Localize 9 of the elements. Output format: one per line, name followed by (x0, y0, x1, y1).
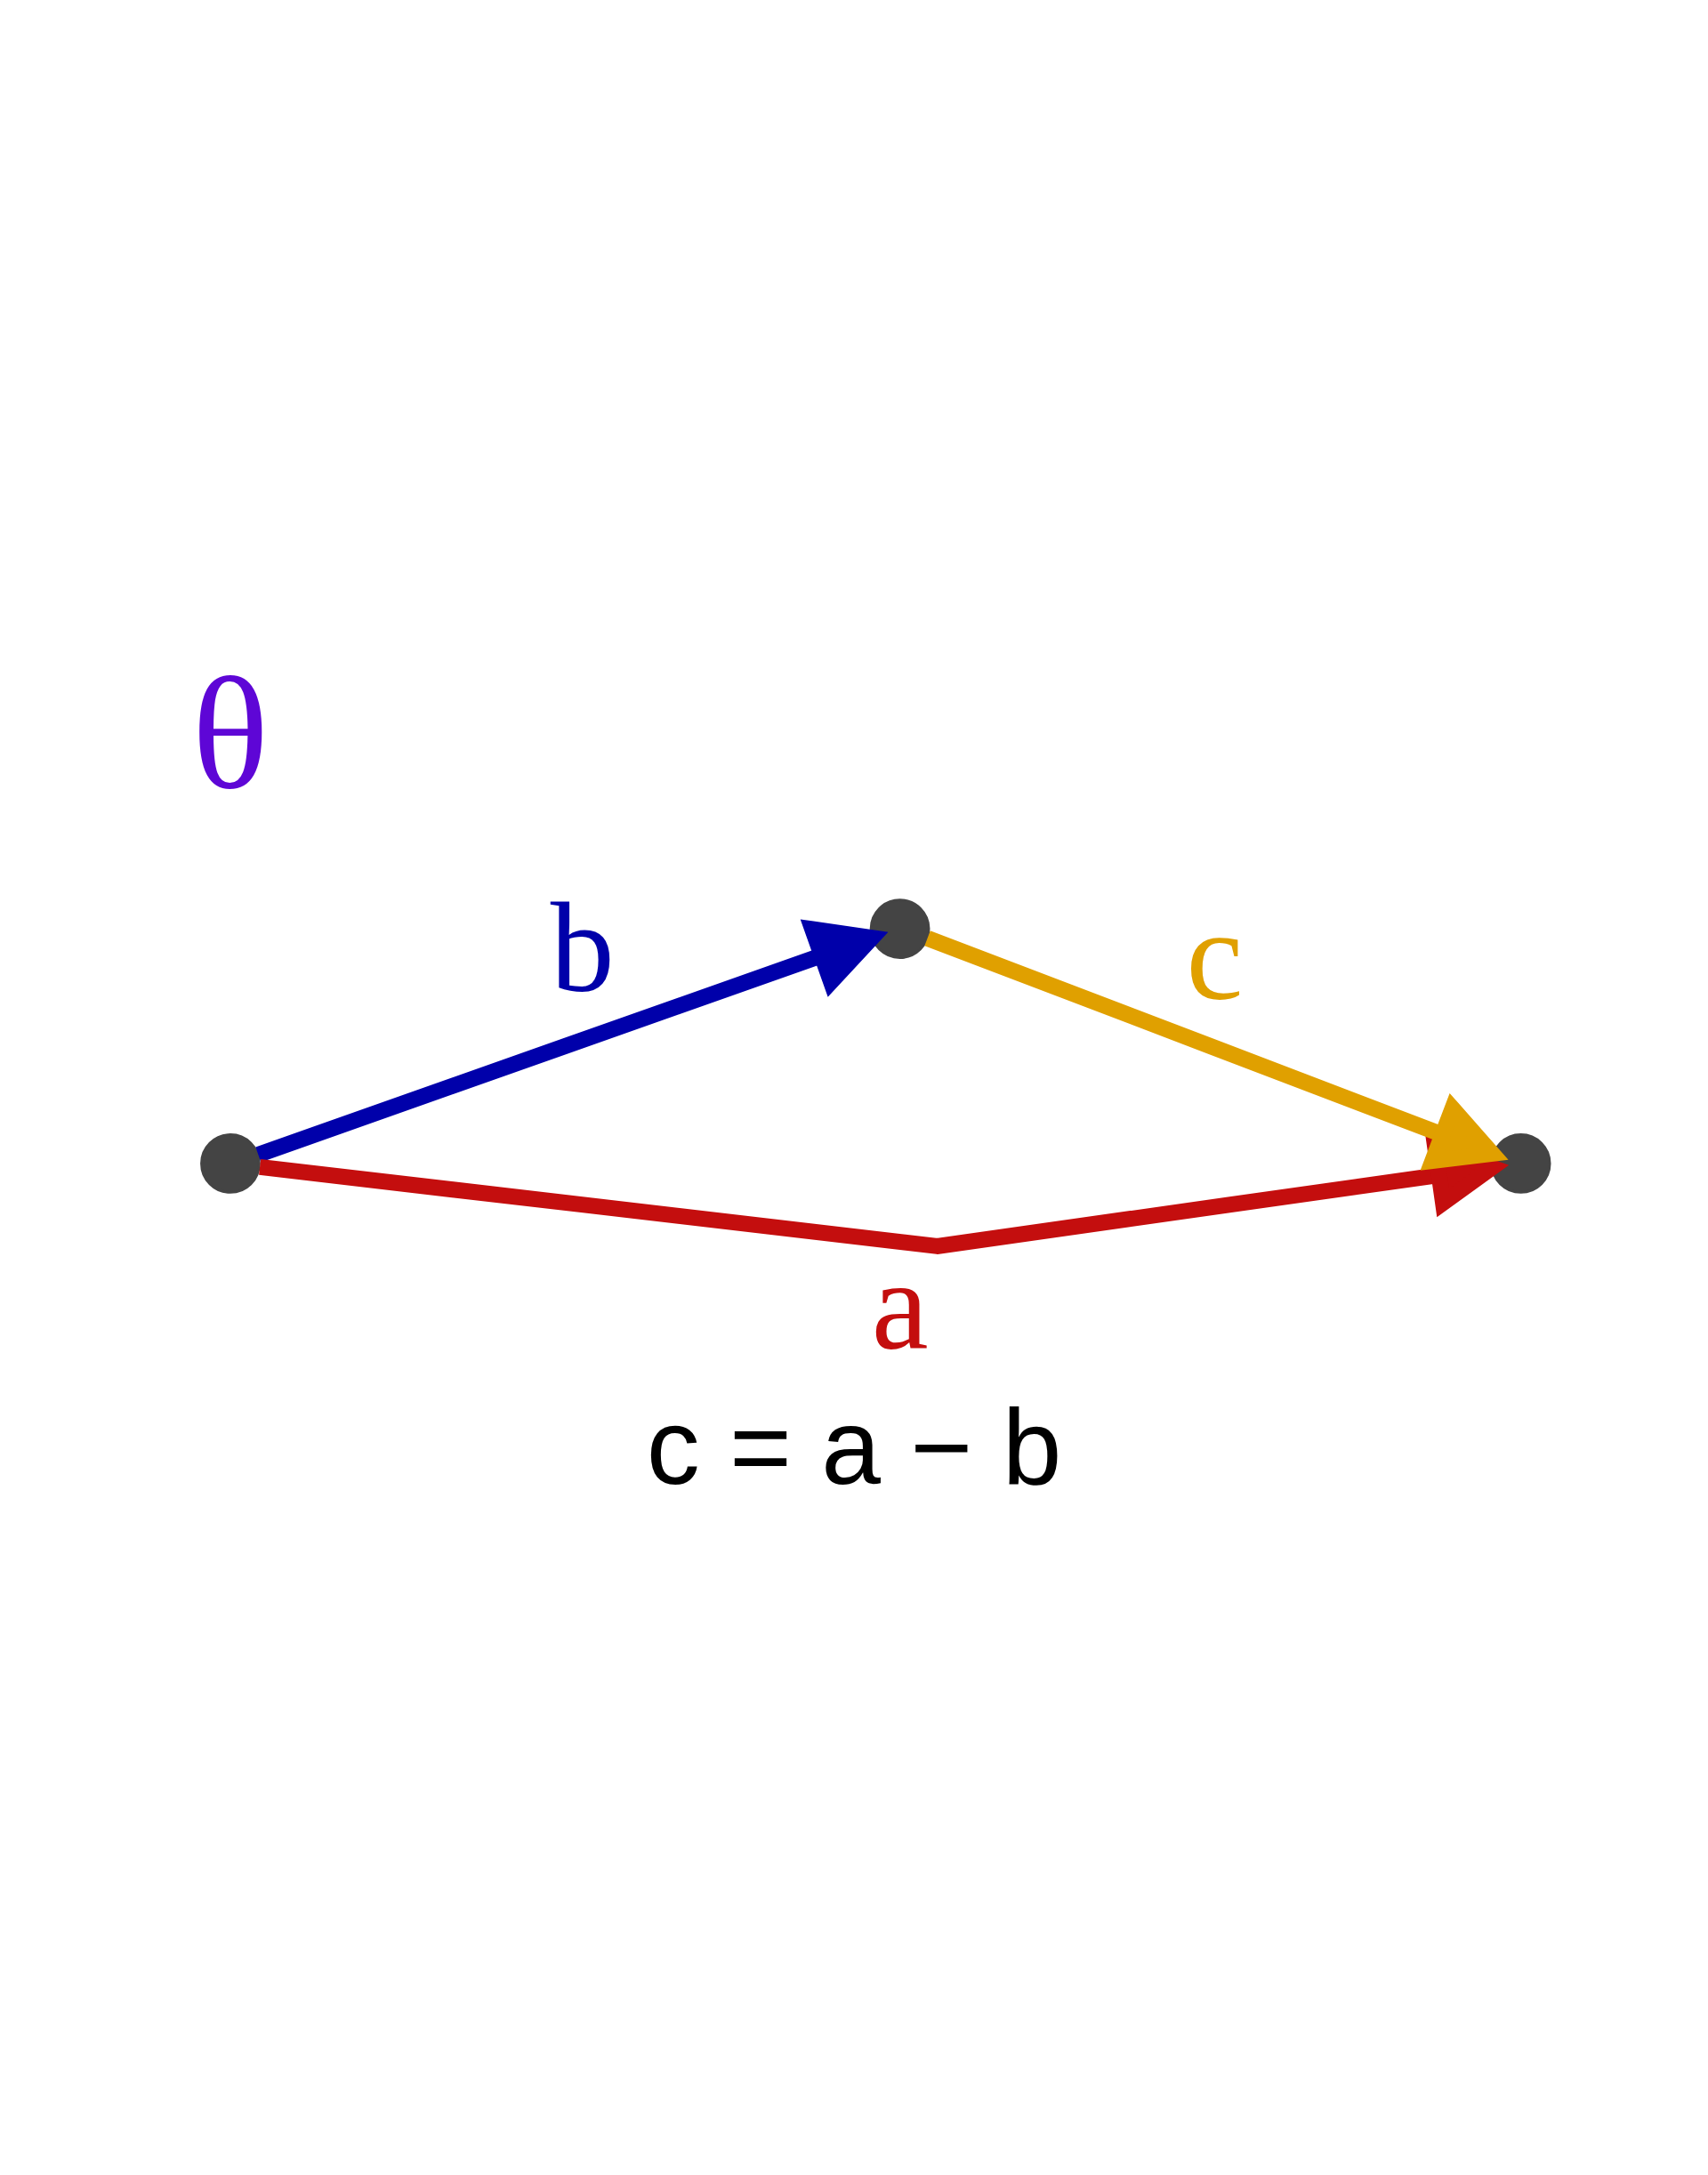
arrow (924, 930, 1509, 1171)
edge-label: c (1186, 885, 1244, 1027)
caption: c = a − b (646, 1386, 1062, 1506)
node-point (200, 1133, 261, 1194)
node-point (869, 898, 931, 959)
arrow (255, 919, 889, 1163)
edge-label: a (871, 1235, 929, 1377)
edge-label: b (550, 877, 615, 1019)
label: θ (191, 645, 270, 823)
